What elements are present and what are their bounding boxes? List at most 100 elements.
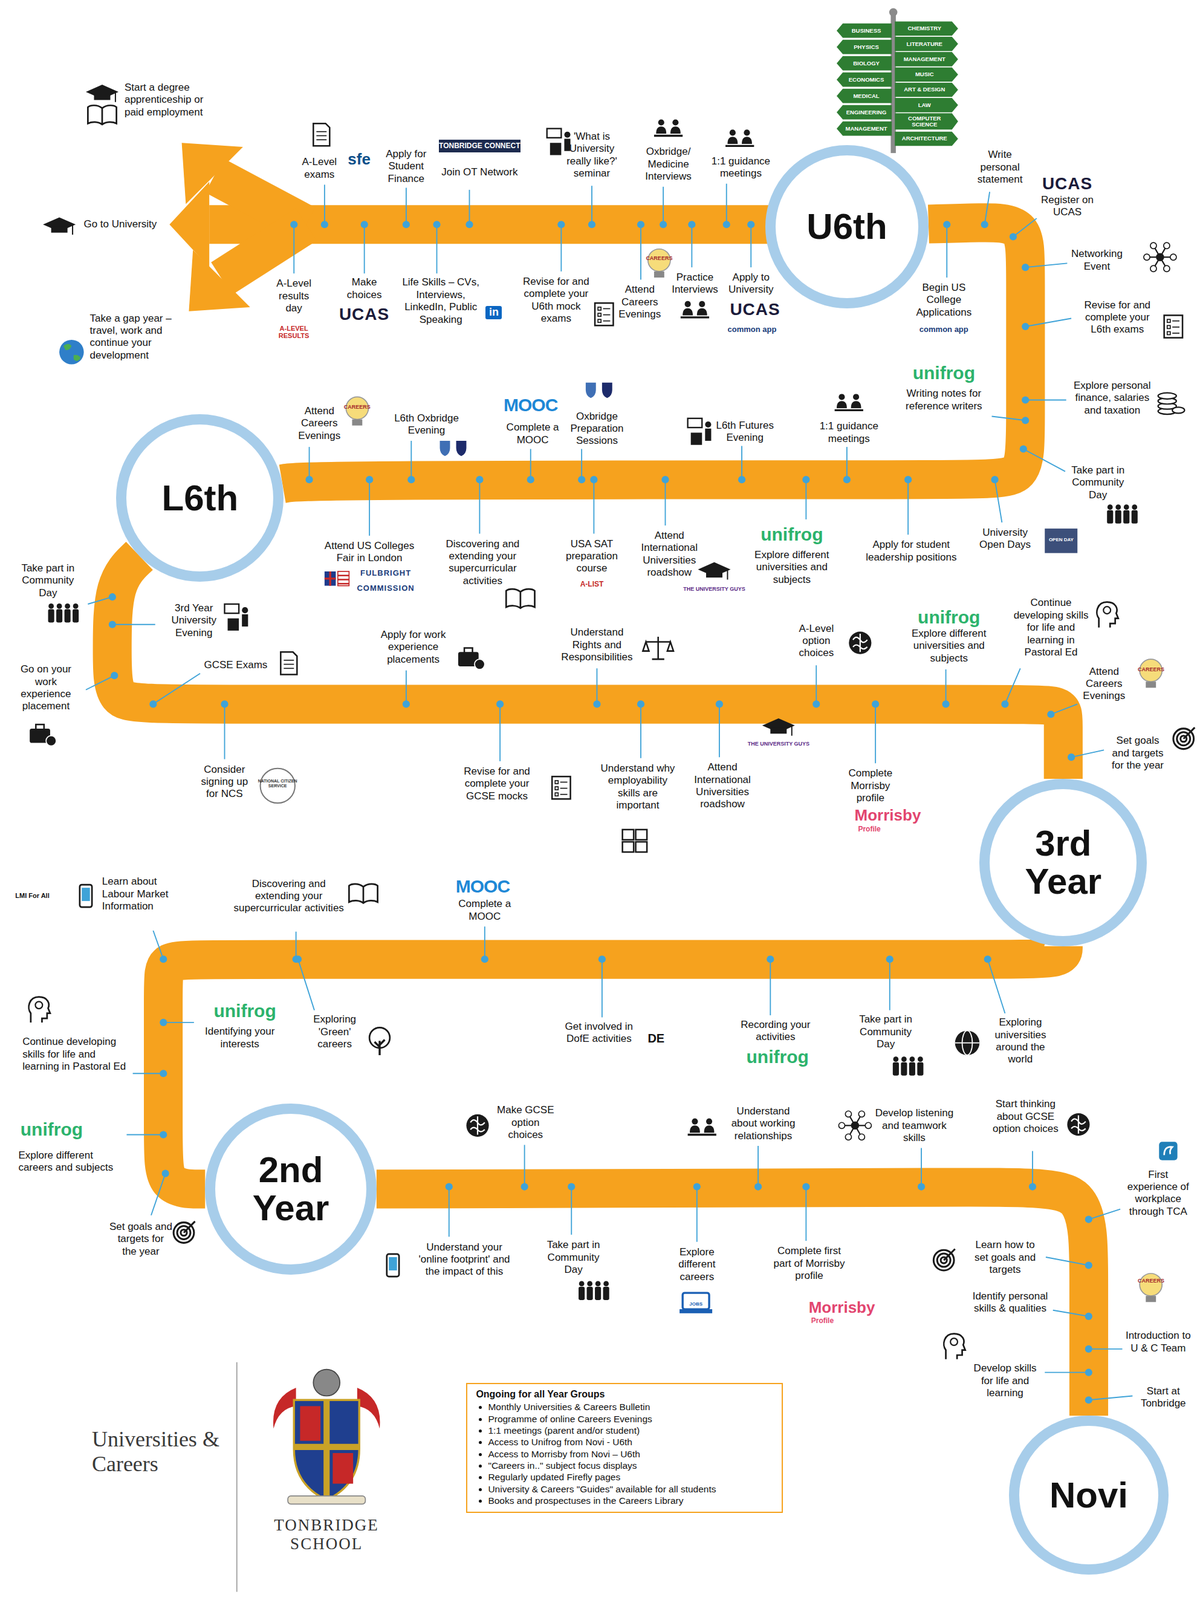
leader-line <box>696 1186 698 1242</box>
icon-part <box>943 1248 956 1261</box>
department-name: Universities & Careers <box>91 1426 225 1477</box>
sign-text: MEDICAL <box>842 93 890 100</box>
milestone-dot <box>567 1182 575 1190</box>
icon-part <box>595 1280 601 1286</box>
milestone-dot <box>871 700 879 708</box>
icon-part <box>45 735 57 746</box>
icon-part <box>56 603 63 609</box>
icon-part <box>655 126 681 134</box>
milestone-label: First experience of workplace through TC… <box>1122 1168 1194 1219</box>
icon-part <box>1103 606 1111 614</box>
logo-text: CAREERS <box>1135 1277 1167 1285</box>
logo-text: CAREERS <box>643 255 675 262</box>
head-icon <box>943 1333 965 1359</box>
logo-text: CAREERS <box>341 403 373 411</box>
icon-part <box>578 1286 585 1300</box>
sign-text: BIOLOGY <box>842 60 890 67</box>
leader-line <box>1045 1256 1089 1266</box>
leader-line <box>805 479 807 520</box>
icon-part <box>654 134 683 137</box>
icon-part <box>642 636 674 659</box>
icon-part <box>48 603 54 609</box>
icon-part <box>1115 510 1122 524</box>
leader-line <box>499 703 501 762</box>
crest-shield <box>293 1399 360 1500</box>
bullet-dot <box>478 1487 482 1491</box>
leader-line <box>1088 1209 1121 1220</box>
leader-line <box>152 930 164 959</box>
milestone-dot <box>1085 1368 1093 1376</box>
milestone-label: Begin US College Applications <box>908 281 980 319</box>
milestone-dot <box>1021 322 1029 331</box>
leader-line <box>484 926 486 959</box>
icon-part <box>690 432 703 445</box>
icon-part <box>1167 325 1171 329</box>
milestone-label: Attend Careers Evenings <box>614 283 665 321</box>
milestone-dot <box>1009 232 1017 240</box>
milestone-dot <box>904 475 912 484</box>
icon-part <box>388 1256 398 1271</box>
target-icon <box>1173 727 1195 749</box>
milestone-label: L6th Futures Evening <box>709 419 781 445</box>
icon-part <box>706 1118 713 1125</box>
icon-part <box>849 1116 855 1126</box>
milestone-dot <box>360 220 369 228</box>
milestone-label: Writing notes for reference writers <box>900 387 988 413</box>
logo-text: TONBRIDGE CONNECT <box>438 139 521 152</box>
list-icon <box>551 776 571 799</box>
icon-part <box>316 139 327 141</box>
mortar-icon <box>762 718 795 736</box>
icon-part <box>603 1286 610 1300</box>
leader-line <box>85 675 115 690</box>
milestone-label: A-Level results day <box>270 277 317 315</box>
icon-part <box>635 841 648 852</box>
logo-text: Profile <box>802 1316 844 1325</box>
icon-part <box>280 651 297 675</box>
icon-part <box>909 1056 915 1062</box>
ongoing-panel: Ongoing for all Year GroupsMonthly Unive… <box>466 1382 783 1512</box>
icon-part <box>386 1253 399 1277</box>
icon-part <box>29 996 51 1023</box>
milestone-label: Register on UCAS <box>1035 194 1100 219</box>
icon-part <box>81 887 91 901</box>
icon-part <box>836 400 862 409</box>
icon-part <box>892 1062 899 1076</box>
milestone-dot <box>1028 1182 1037 1190</box>
icon-part <box>1160 248 1165 258</box>
crest-quarter <box>332 1452 354 1484</box>
icon-part <box>603 314 611 316</box>
milestone-label: L6th Oxbridge Evening <box>388 412 465 438</box>
mortar-icon <box>698 562 731 580</box>
leader-line <box>718 703 720 757</box>
leader-line <box>1013 218 1037 237</box>
milestone-dot <box>687 220 696 228</box>
milestone-label: Explore personal finance, salaries and t… <box>1067 379 1158 417</box>
road-connector <box>112 555 1064 779</box>
icon-part <box>316 131 327 133</box>
leader-line <box>363 224 366 274</box>
icon-part <box>560 793 568 795</box>
milestone-label: Learn about Labour Market Information <box>102 875 176 913</box>
milestone-dot <box>527 475 535 484</box>
milestone-dot <box>802 475 810 484</box>
milestone-label: Take part in Community Day <box>541 1238 606 1276</box>
milestone-dot <box>159 955 167 963</box>
year-circle: 3rd Year <box>979 778 1147 947</box>
icon-part <box>834 409 864 412</box>
icon-part <box>955 1042 980 1044</box>
milestone-label: USA SAT preparation course <box>561 538 623 575</box>
phone-icon <box>386 1253 399 1277</box>
logo-text: Morrisby <box>846 805 929 825</box>
leader-line <box>368 479 370 536</box>
icon-part <box>849 1125 855 1135</box>
drawing-part <box>85 183 1133 1404</box>
leader-line <box>1004 668 1020 704</box>
milestone-label: Explore different universities and subje… <box>744 548 839 586</box>
icon-part <box>704 428 711 441</box>
leader-line <box>1088 1395 1133 1401</box>
icon-part <box>622 841 635 852</box>
icon-part <box>1143 253 1150 260</box>
milestone-label: Apply for work experience placements <box>372 628 455 666</box>
milestone-dot <box>321 220 329 228</box>
icon-part <box>603 1280 609 1286</box>
